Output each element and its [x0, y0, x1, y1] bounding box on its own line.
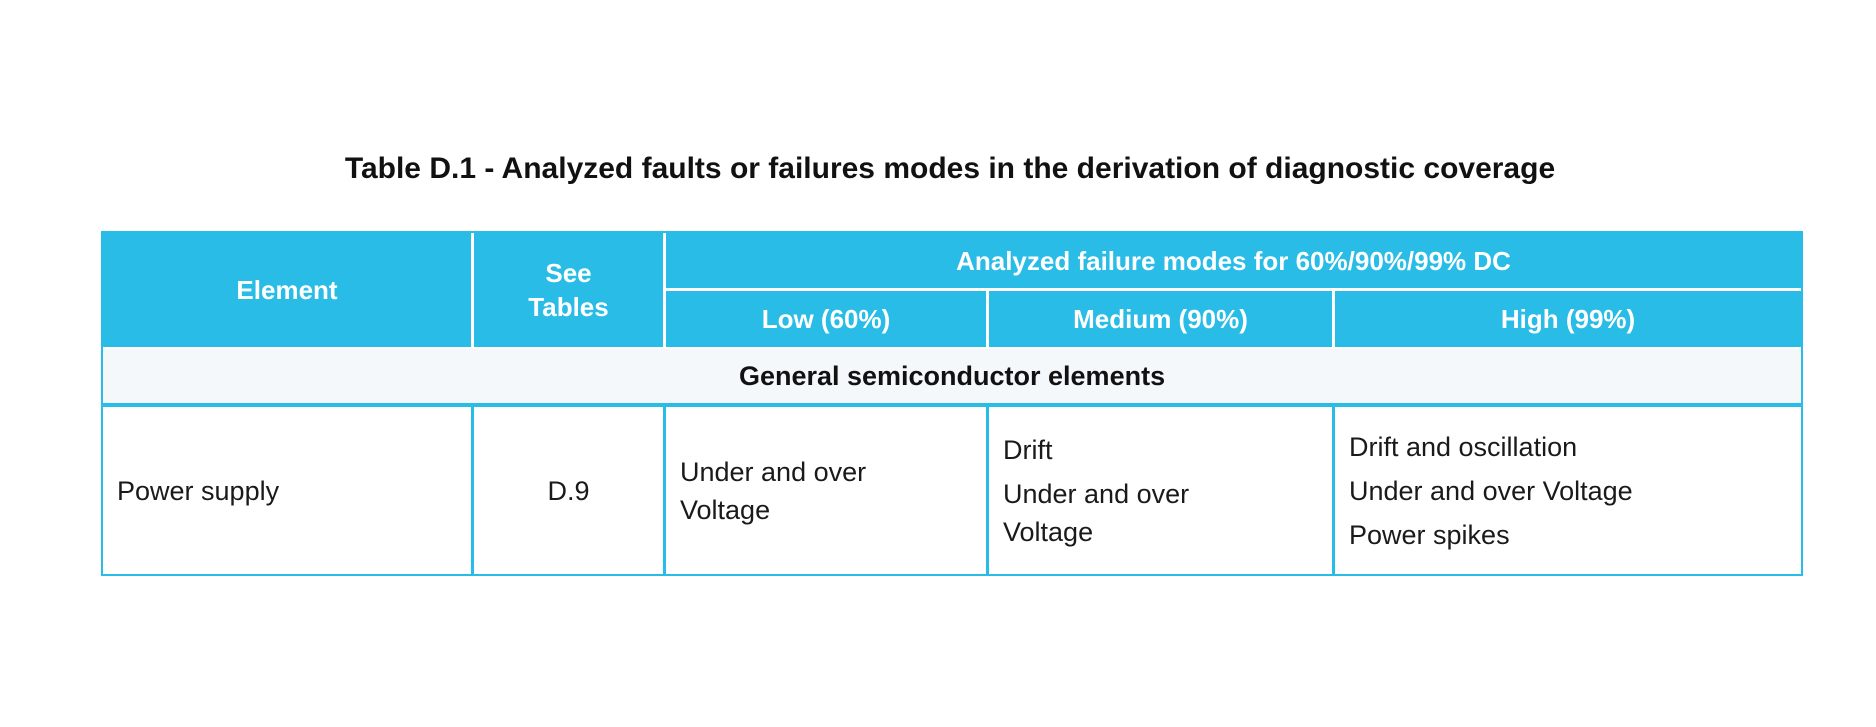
header-low: Low (60%): [663, 288, 986, 347]
section-row: General semiconductor elements: [103, 347, 1802, 407]
medium-failure-mode: Drift: [1003, 434, 1053, 465]
header-row-2: Low (60%) Medium (90%) High (99%): [103, 288, 1802, 347]
page-title: Table D.1 - Analyzed faults or failures …: [344, 152, 1556, 185]
header-medium: Medium (90%): [986, 288, 1332, 347]
low-failure-mode: Under and over Voltage: [680, 456, 867, 525]
header-element: Element: [103, 233, 471, 347]
section-label: General semiconductor elements: [103, 347, 1802, 407]
table-header: Element See Tables Analyzed failure mode…: [103, 233, 1802, 347]
header-analyzed-failure-modes: Analyzed failure modes for 60%/90%/99% D…: [663, 233, 1802, 288]
medium-failure-mode: Under and over Voltage: [1003, 478, 1190, 547]
high-failure-mode: Under and over Voltage: [1349, 475, 1633, 506]
cell-medium: Drift Under and over Voltage: [986, 407, 1332, 574]
high-failure-mode: Drift and oscillation: [1349, 431, 1578, 462]
table-row-power-supply: Power supply D.9 Under and over Voltage …: [103, 407, 1802, 574]
cell-see-tables: D.9: [471, 407, 663, 574]
header-see-tables: See Tables: [471, 233, 663, 347]
header-high: High (99%): [1332, 288, 1802, 347]
failure-modes-table: Element See Tables Analyzed failure mode…: [101, 231, 1804, 576]
cell-low: Under and over Voltage: [663, 407, 986, 574]
cell-element: Power supply: [103, 407, 471, 574]
table-body: General semiconductor elements Power sup…: [103, 347, 1802, 574]
cell-high: Drift and oscillation Under and over Vol…: [1332, 407, 1802, 574]
high-failure-mode: Power spikes: [1349, 519, 1510, 550]
header-row-1: Element See Tables Analyzed failure mode…: [103, 233, 1802, 347]
